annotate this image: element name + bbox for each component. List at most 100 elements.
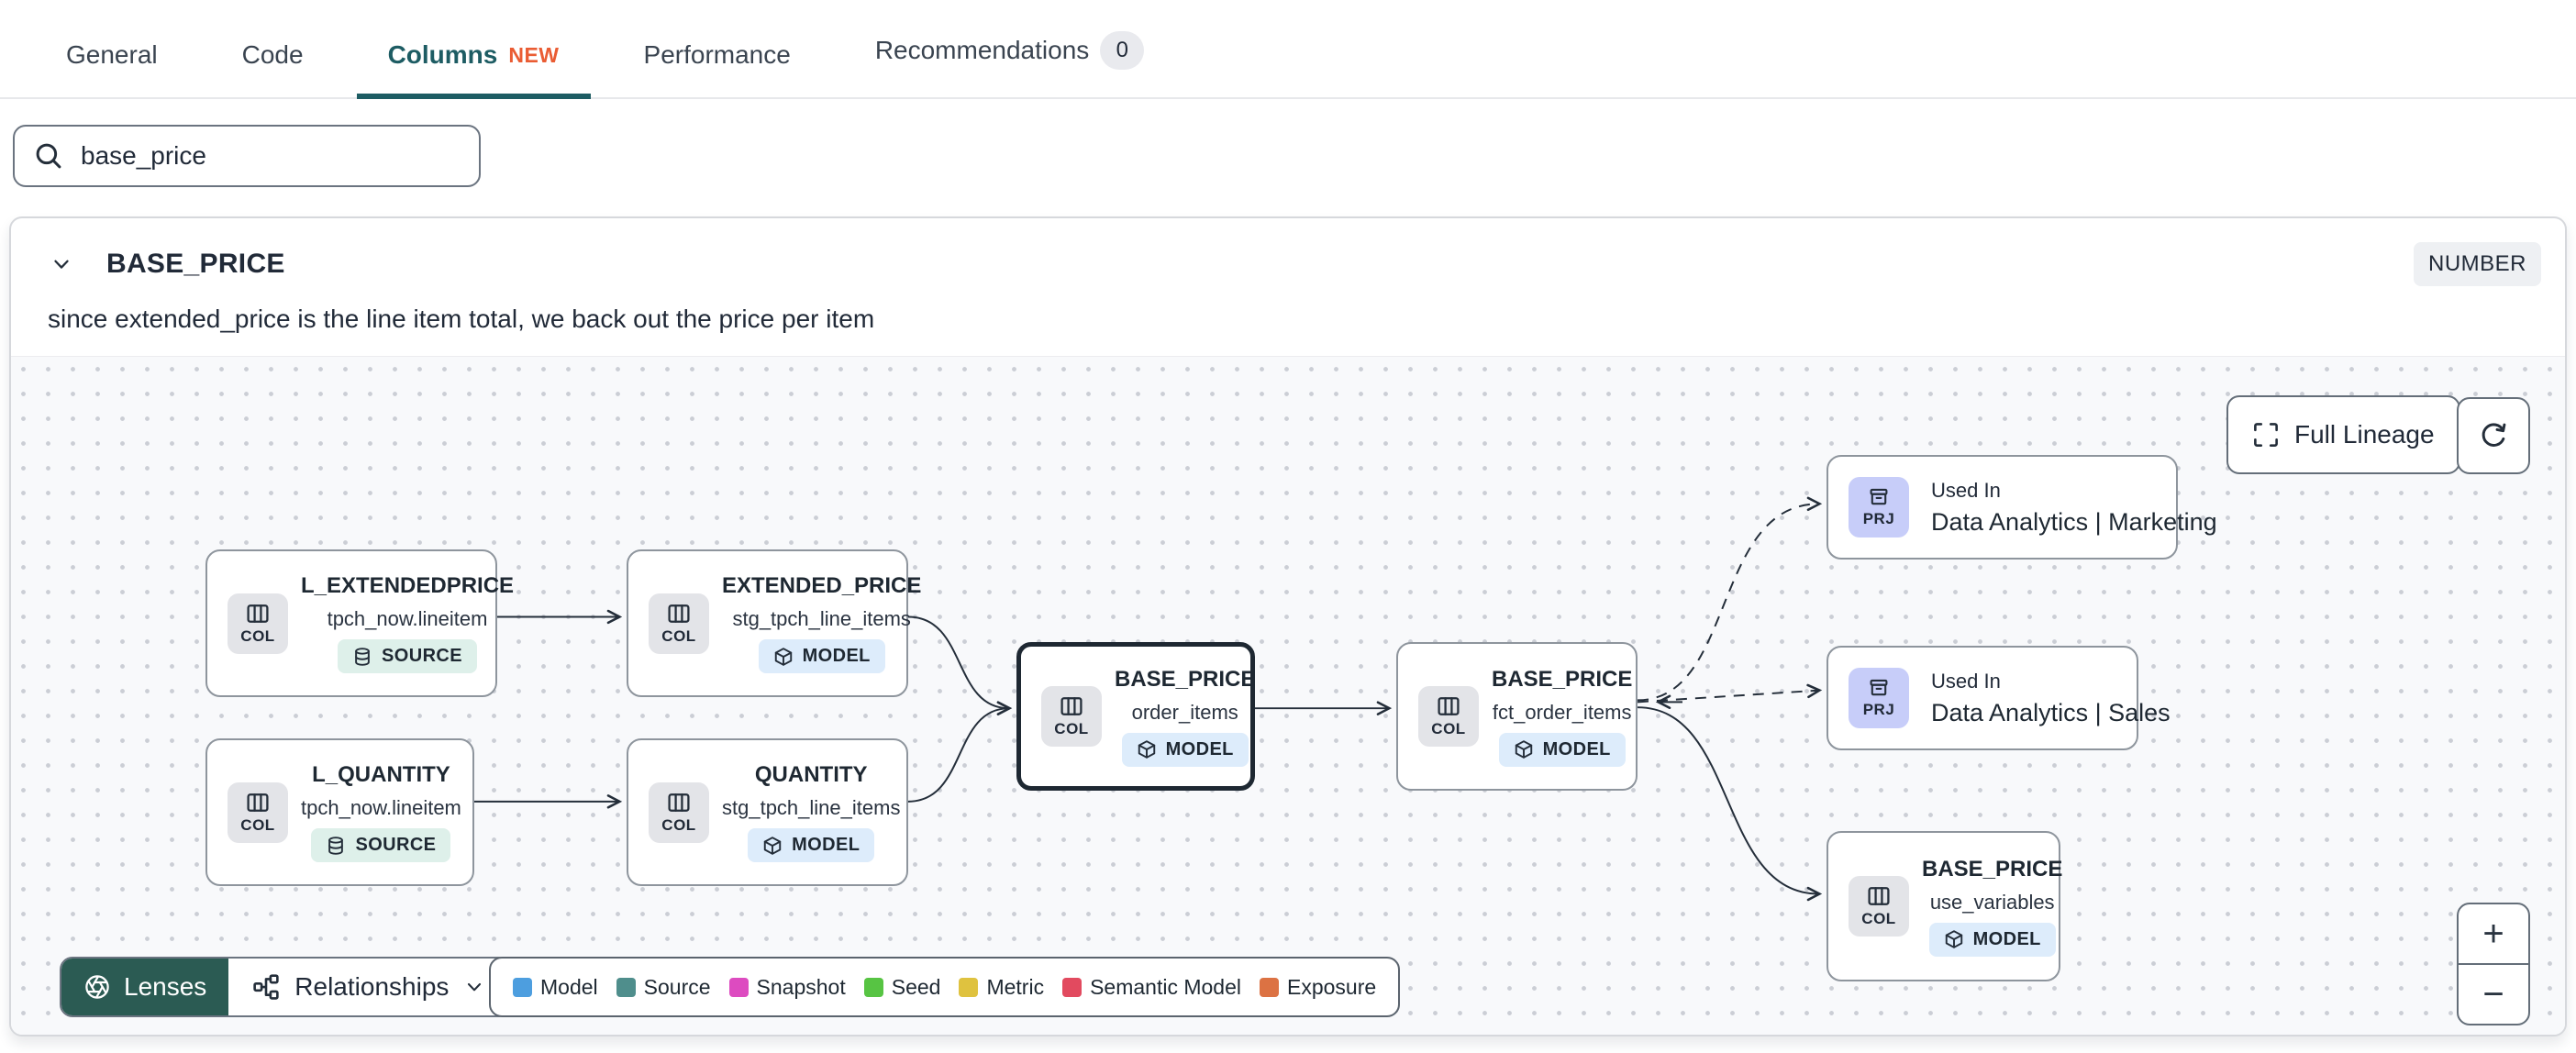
column-kind-badge: COL <box>228 593 288 654</box>
column-card: BASE_PRICE NUMBER since extended_price i… <box>9 216 2567 1036</box>
edge-fctorderitems-marketing <box>1637 496 1823 702</box>
tab-performance[interactable]: Performance <box>643 40 791 69</box>
tab-columns[interactable]: Columns NEW <box>356 24 591 99</box>
project-name: Data Analytics | Sales <box>1931 698 2171 726</box>
node-base-price-order-items[interactable]: COL BASE_PRICE order_items MODEL <box>1016 642 1255 791</box>
project-kind-badge: PRJ <box>1849 477 1909 538</box>
node-base-price-use-variables[interactable]: COL BASE_PRICE use_variables MODEL <box>1827 831 2063 981</box>
model-badge: MODEL <box>1498 732 1626 767</box>
node-subtitle: stg_tpch_line_items <box>732 607 911 630</box>
relationships-icon <box>253 974 279 1000</box>
node-base-price-fct-order-items[interactable]: COL BASE_PRICE fct_order_items MODEL <box>1396 642 1638 791</box>
columns-icon <box>1868 887 1890 905</box>
zoom-control: + − <box>2457 903 2530 1025</box>
node-l-quantity[interactable]: COL L_QUANTITY tpch_now.lineitem SOURCE <box>205 738 474 886</box>
column-type-badge: NUMBER <box>2413 242 2541 286</box>
node-subtitle: use_variables <box>1929 890 2055 914</box>
refresh-icon <box>2482 423 2506 447</box>
search-box[interactable] <box>13 125 481 187</box>
cube-icon <box>1138 740 1155 759</box>
legend-item-semantic-model: Semantic Model <box>1062 975 1241 1000</box>
zoom-out-button[interactable]: − <box>2482 973 2504 1014</box>
archive-icon <box>1870 488 1888 505</box>
model-swatch <box>513 977 532 997</box>
columns-icon <box>1438 697 1460 715</box>
search-row <box>0 99 2576 187</box>
edge-fctorderitems-usevariables <box>1637 706 1823 902</box>
aperture-icon <box>85 975 109 999</box>
project-name: Data Analytics | Marketing <box>1931 507 2217 536</box>
search-icon <box>36 143 61 169</box>
model-badge: MODEL <box>758 639 885 673</box>
node-title: BASE_PRICE <box>1922 856 2063 881</box>
column-kind-badge: COL <box>649 593 709 654</box>
refresh-button[interactable] <box>2457 397 2530 474</box>
column-kind-badge: COL <box>1041 686 1102 747</box>
search-input[interactable] <box>81 141 461 171</box>
cube-icon <box>763 836 782 855</box>
legend-item-metric: Metric <box>959 975 1044 1000</box>
cube-icon <box>774 647 792 666</box>
cube-icon <box>1945 930 1962 948</box>
snapshot-swatch <box>728 977 749 997</box>
node-title: L_EXTENDEDPRICE <box>301 573 515 598</box>
collapse-chevron-icon[interactable] <box>50 252 90 276</box>
archive-icon <box>1870 679 1888 696</box>
node-l-extendedprice[interactable]: COL L_EXTENDEDPRICE tpch_now.lineitem SO… <box>205 549 514 697</box>
model-badge: MODEL <box>748 828 875 862</box>
node-subtitle: stg_tpch_line_items <box>722 796 901 819</box>
column-header: BASE_PRICE NUMBER <box>11 218 2565 292</box>
tab-code[interactable]: Code <box>241 40 304 69</box>
legend-item-source: Source <box>616 975 711 1000</box>
node-extended-price[interactable]: COL EXTENDED_PRICE stg_tpch_line_items M… <box>627 549 921 697</box>
columns-icon <box>668 793 690 812</box>
edge-fctorderitems-sales <box>1637 683 1823 704</box>
used-in-label: Used In <box>1931 478 2001 502</box>
recommendations-count-badge: 0 <box>1100 31 1145 70</box>
zoom-in-button[interactable]: + <box>2459 904 2528 965</box>
edge-quantity-orderitems <box>907 701 1013 803</box>
lineage-canvas[interactable]: COL L_EXTENDEDPRICE tpch_now.lineitem SO… <box>11 356 2565 1035</box>
node-title: BASE_PRICE <box>1492 666 1633 692</box>
tab-bar: General Code Columns NEW Performance Rec… <box>0 0 2576 99</box>
cube-icon <box>1515 740 1532 759</box>
column-description: since extended_price is the line item to… <box>48 305 875 333</box>
node-subtitle: tpch_now.lineitem <box>327 607 488 630</box>
tab-recommendations[interactable]: Recommendations 0 <box>844 15 1175 99</box>
legend-item-exposure: Exposure <box>1260 975 1376 1000</box>
node-subtitle: tpch_now.lineitem <box>301 796 461 819</box>
node-used-in-marketing[interactable]: PRJ Used In Data Analytics | Marketing <box>1827 455 2217 560</box>
column-kind-badge: COL <box>228 781 288 843</box>
lineage-edges <box>474 496 1823 902</box>
project-kind-badge: PRJ <box>1849 668 1909 728</box>
tab-general[interactable]: General <box>66 40 158 69</box>
metric-swatch <box>959 977 979 997</box>
legend-item-snapshot: Snapshot <box>728 975 846 1000</box>
node-title: L_QUANTITY <box>312 762 450 787</box>
source-badge: SOURCE <box>338 639 477 673</box>
lenses-toolbar: Lenses Relationships <box>60 957 512 1017</box>
lenses-button[interactable]: Lenses <box>61 959 229 1015</box>
seed-swatch <box>863 977 883 997</box>
column-kind-badge: COL <box>649 781 709 843</box>
node-subtitle: fct_order_items <box>1492 700 1632 724</box>
full-lineage-button[interactable]: Full Lineage <box>2226 395 2460 474</box>
new-badge: NEW <box>508 42 560 67</box>
node-title: BASE_PRICE <box>1115 666 1256 692</box>
resource-legend: Model Source Snapshot Seed Metric Semant… <box>489 957 1401 1017</box>
node-used-in-sales[interactable]: PRJ Used In Data Analytics | Sales <box>1827 646 2171 750</box>
columns-icon <box>668 604 690 623</box>
source-swatch <box>616 977 636 997</box>
relationships-dropdown[interactable]: Relationships <box>228 959 510 1015</box>
database-icon <box>355 647 370 666</box>
columns-icon <box>1060 697 1083 715</box>
node-title: EXTENDED_PRICE <box>722 573 922 598</box>
model-badge: MODEL <box>1121 732 1249 767</box>
source-badge: SOURCE <box>311 828 451 862</box>
expand-icon <box>2254 423 2278 447</box>
node-quantity[interactable]: COL QUANTITY stg_tpch_line_items MODEL <box>627 738 908 886</box>
column-title: BASE_PRICE <box>106 249 285 279</box>
used-in-label: Used In <box>1931 669 2001 693</box>
column-kind-badge: COL <box>1849 876 1909 937</box>
semantic-model-swatch <box>1062 977 1083 997</box>
